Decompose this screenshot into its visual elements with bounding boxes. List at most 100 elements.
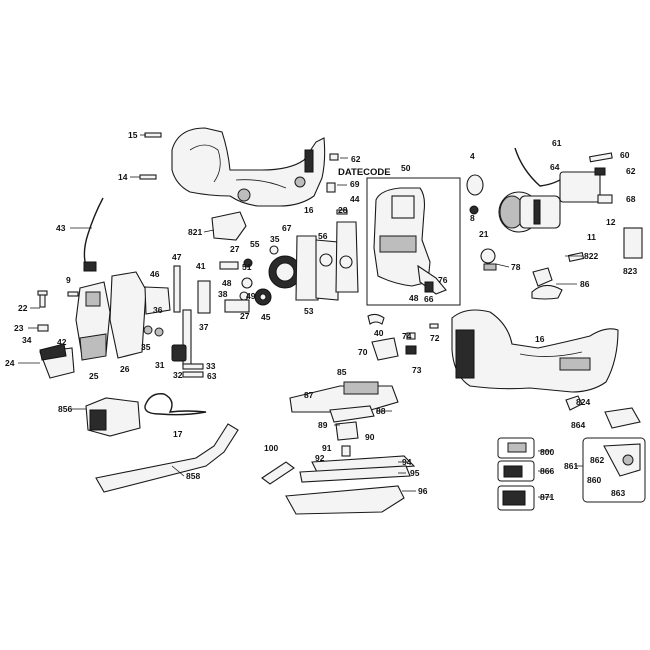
wire-43 <box>83 197 104 272</box>
callout: 17 <box>173 429 183 439</box>
callout: 91 <box>322 443 332 453</box>
housing-half-left <box>171 127 326 207</box>
callout: 74 <box>402 331 412 341</box>
callout: 11 <box>587 232 596 242</box>
callout: 73 <box>412 365 422 375</box>
callout: 25 <box>89 371 99 381</box>
callout: 62 <box>626 166 636 176</box>
callout: 45 <box>261 312 271 322</box>
callout: 24 <box>5 358 15 368</box>
callout: 63 <box>207 371 217 381</box>
shoe-assembly <box>285 381 416 515</box>
dust-extraction <box>85 393 239 493</box>
callout: 67 <box>282 223 292 233</box>
housing-half-right <box>451 309 619 393</box>
callout: 61 <box>552 138 562 148</box>
callout: 87 <box>304 390 314 400</box>
callout: 860 <box>587 475 601 485</box>
callout: 100 <box>264 443 278 453</box>
callout: 800 <box>540 447 554 457</box>
callout: 40 <box>374 328 384 338</box>
plates-group <box>295 221 359 301</box>
callout: 69 <box>350 179 360 189</box>
callout: 46 <box>150 269 160 279</box>
leader-lines <box>18 134 583 498</box>
callout: 864 <box>571 420 585 430</box>
parts-box-50 <box>366 177 461 306</box>
callout: 78 <box>511 262 521 272</box>
callout: 9 <box>66 275 71 285</box>
callout: 32 <box>173 370 183 380</box>
callout: 49 <box>246 291 256 301</box>
gear-train <box>219 245 302 313</box>
plunger-assembly <box>75 265 211 378</box>
callout: 823 <box>623 266 637 276</box>
callout: 822 <box>584 251 598 261</box>
callout: 27 <box>230 244 240 254</box>
callout: 14 <box>118 172 128 182</box>
callout: 856 <box>58 404 72 414</box>
callout: 64 <box>550 162 560 172</box>
callout: 86 <box>580 279 590 289</box>
callout: 56 <box>318 231 328 241</box>
callout: 8 <box>470 213 475 223</box>
callout: 62 <box>351 154 361 164</box>
callout: 48 <box>222 278 232 288</box>
callout: 863 <box>611 488 625 498</box>
callout: 22 <box>18 303 28 313</box>
callout: 51 <box>242 262 252 272</box>
callout: 34 <box>22 335 32 345</box>
callout: 26 <box>120 364 130 374</box>
callout: 23 <box>14 323 24 333</box>
callout: 50 <box>401 163 411 173</box>
motor-assembly <box>466 147 601 233</box>
callout: 95 <box>410 468 420 478</box>
callout: 31 <box>155 360 165 370</box>
callout: 96 <box>418 486 428 496</box>
callout: 92 <box>315 453 325 463</box>
callout: 21 <box>479 229 489 239</box>
callout: 43 <box>56 223 66 233</box>
callout: 858 <box>186 471 200 481</box>
callout: 60 <box>620 150 630 160</box>
callout: 48 <box>409 293 419 303</box>
callout: 53 <box>304 306 314 316</box>
callout: 821 <box>188 227 202 237</box>
hex-key-100 <box>261 461 295 485</box>
callout: 44 <box>350 194 360 204</box>
callout: 37 <box>199 322 209 332</box>
callout: 89 <box>318 420 328 430</box>
callout: 66 <box>424 294 434 304</box>
callout: 72 <box>430 333 440 343</box>
callout: 27 <box>240 311 250 321</box>
accessory-group <box>497 395 646 511</box>
callout: 15 <box>128 130 138 140</box>
callout: 4 <box>470 151 475 161</box>
callout: 862 <box>590 455 604 465</box>
callout: 35 <box>270 234 280 244</box>
callout: 35 <box>141 342 151 352</box>
callout: 76 <box>438 275 448 285</box>
callout: 38 <box>218 289 228 299</box>
trigger-switch <box>39 333 107 379</box>
datecode-label: DATECODE <box>338 167 391 178</box>
blade-clamp-parts <box>367 313 439 361</box>
callout: 861 <box>564 461 578 471</box>
small-parts-top-right <box>480 152 643 300</box>
callout: 28 <box>338 205 348 215</box>
callout: 41 <box>196 261 206 271</box>
callout: 16 <box>535 334 545 344</box>
callout: 33 <box>206 361 216 371</box>
callout: 36 <box>153 305 163 315</box>
callout: 90 <box>365 432 375 442</box>
callout: 47 <box>172 252 182 262</box>
callout: 85 <box>337 367 347 377</box>
label-821 <box>211 211 247 241</box>
callout: 12 <box>606 217 616 227</box>
callout: 70 <box>358 347 368 357</box>
callout-labels: 15 62 14 69 16 50 4 61 60 64 62 68 8 12 … <box>5 130 637 502</box>
callout: 824 <box>576 397 590 407</box>
callout: 68 <box>626 194 636 204</box>
callout: 42 <box>57 337 67 347</box>
